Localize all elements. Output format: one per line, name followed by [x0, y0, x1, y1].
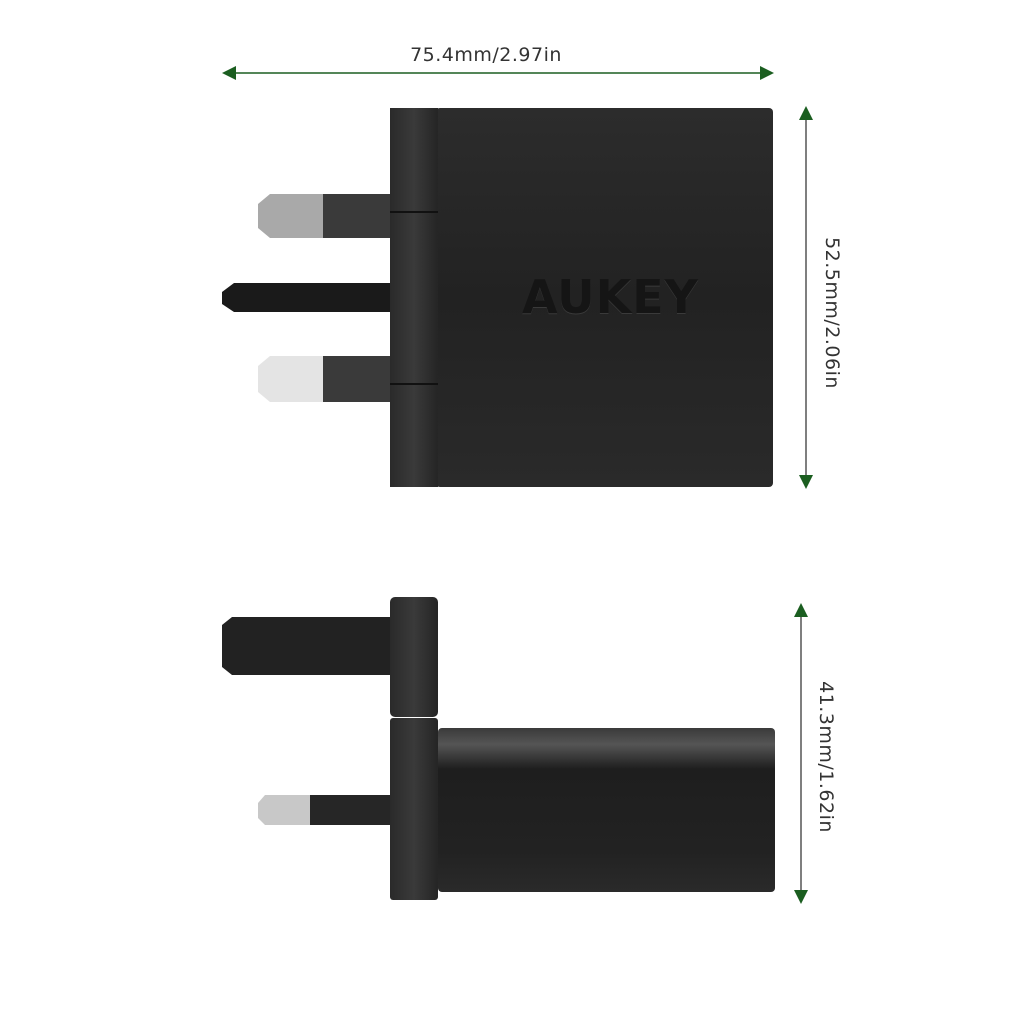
neutral-pin [258, 356, 390, 402]
pin-side [258, 795, 390, 825]
front-view [222, 108, 773, 487]
live-pin [258, 194, 390, 238]
earth-pin [222, 283, 390, 312]
height-label: 52.5mm/2.06in [821, 237, 843, 389]
charger-body [436, 108, 773, 487]
plate-lower [390, 718, 438, 900]
depth-arrow [794, 603, 808, 904]
height-arrow [799, 106, 813, 489]
earth-pin-side [222, 617, 390, 675]
cylinder-body [438, 728, 775, 892]
width-label: 75.4mm/2.97in [410, 44, 562, 66]
side-view [222, 597, 775, 900]
back-plate [390, 108, 438, 487]
brand-logo: AUKEY [522, 270, 699, 324]
plate-upper [390, 597, 438, 717]
width-arrow [222, 66, 774, 80]
depth-label: 41.3mm/1.62in [815, 681, 837, 833]
